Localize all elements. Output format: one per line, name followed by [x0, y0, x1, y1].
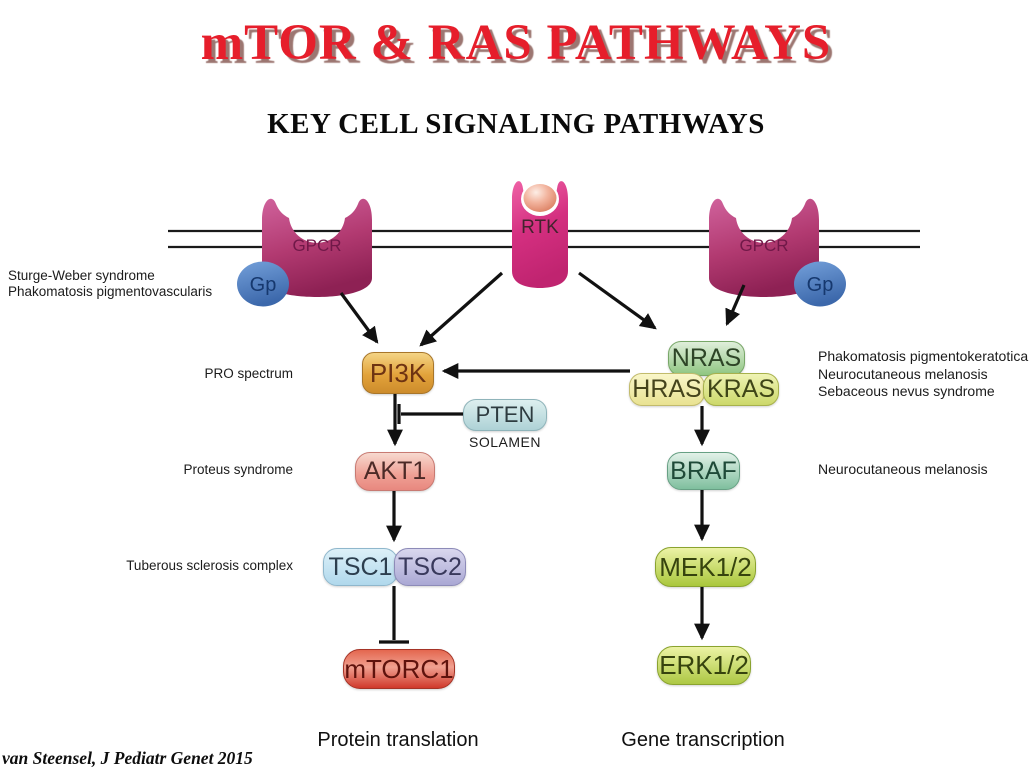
label-gene-transcription: Gene transcription: [621, 729, 785, 751]
gp-left-shape: [237, 261, 289, 307]
citation: van Steensel, J Pediatr Genet 2015: [2, 748, 253, 768]
gpcr-right-label: GPCR: [739, 236, 788, 255]
node-erk12: ERK1/2: [657, 646, 751, 685]
gp-left-label: Gp: [250, 274, 277, 296]
node-mtorc1: mTORC1: [343, 649, 455, 689]
annotation-pro-spectrum: PRO spectrum: [204, 366, 293, 381]
page-title: mTOR & RAS PATHWAYS: [200, 15, 832, 71]
annotation-line: Phakomatosis pigmentokeratotica: [818, 348, 1029, 364]
annotation-neurocutaneous-melanosis: Neurocutaneous melanosis: [818, 461, 988, 477]
label-protein-translation: Protein translation: [317, 729, 479, 751]
node-akt1: AKT1: [355, 452, 435, 491]
node-hras: HRAS: [629, 373, 705, 406]
label-solamen: SOLAMEN: [469, 434, 541, 450]
arrow-gpcrleft-to-pi3k: [339, 292, 379, 344]
page-subtitle: KEY CELL SIGNALING PATHWAYS: [267, 108, 765, 140]
gpcr-left-shape: [262, 198, 372, 297]
node-pten: PTEN: [463, 399, 547, 431]
annotation-sturge-weber: Sturge-Weber syndrome Phakomatosis pigme…: [8, 268, 212, 299]
arrow-gpcrright-to-nras: [725, 284, 746, 327]
annotation-line: Sturge-Weber syndrome: [8, 268, 155, 283]
node-tsc1: TSC1: [323, 548, 398, 586]
annotation-phakomatosis-group: Phakomatosis pigmentokeratotica Neurocut…: [818, 348, 1028, 401]
node-pi3k: PI3K: [362, 352, 434, 394]
node-nras: NRAS: [668, 341, 745, 376]
node-braf: BRAF: [667, 452, 740, 490]
rtk-ligand-icon: [523, 184, 557, 212]
node-tsc2: TSC2: [394, 548, 466, 586]
gpcr-left-label: GPCR: [292, 236, 341, 255]
node-kras: KRAS: [703, 373, 779, 406]
gp-right-shape: [794, 261, 846, 307]
rtk-label: RTK: [521, 217, 559, 238]
node-mek12: MEK1/2: [655, 547, 756, 587]
gp-right-label: Gp: [807, 274, 834, 296]
annotation-line: Sebaceous nevus syndrome: [818, 383, 995, 399]
annotation-line: Phakomatosis pigmentovascularis: [8, 283, 213, 299]
arrow-rtk-to-pi3k: [419, 271, 504, 347]
annotation-line: Neurocutaneous melanosis: [818, 365, 988, 382]
annotation-tuberous-sclerosis: Tuberous sclerosis complex: [126, 558, 293, 573]
arrow-rtk-to-nras: [578, 271, 657, 330]
annotation-proteus-syndrome: Proteus syndrome: [183, 462, 293, 477]
gpcr-right-shape: [709, 198, 819, 297]
